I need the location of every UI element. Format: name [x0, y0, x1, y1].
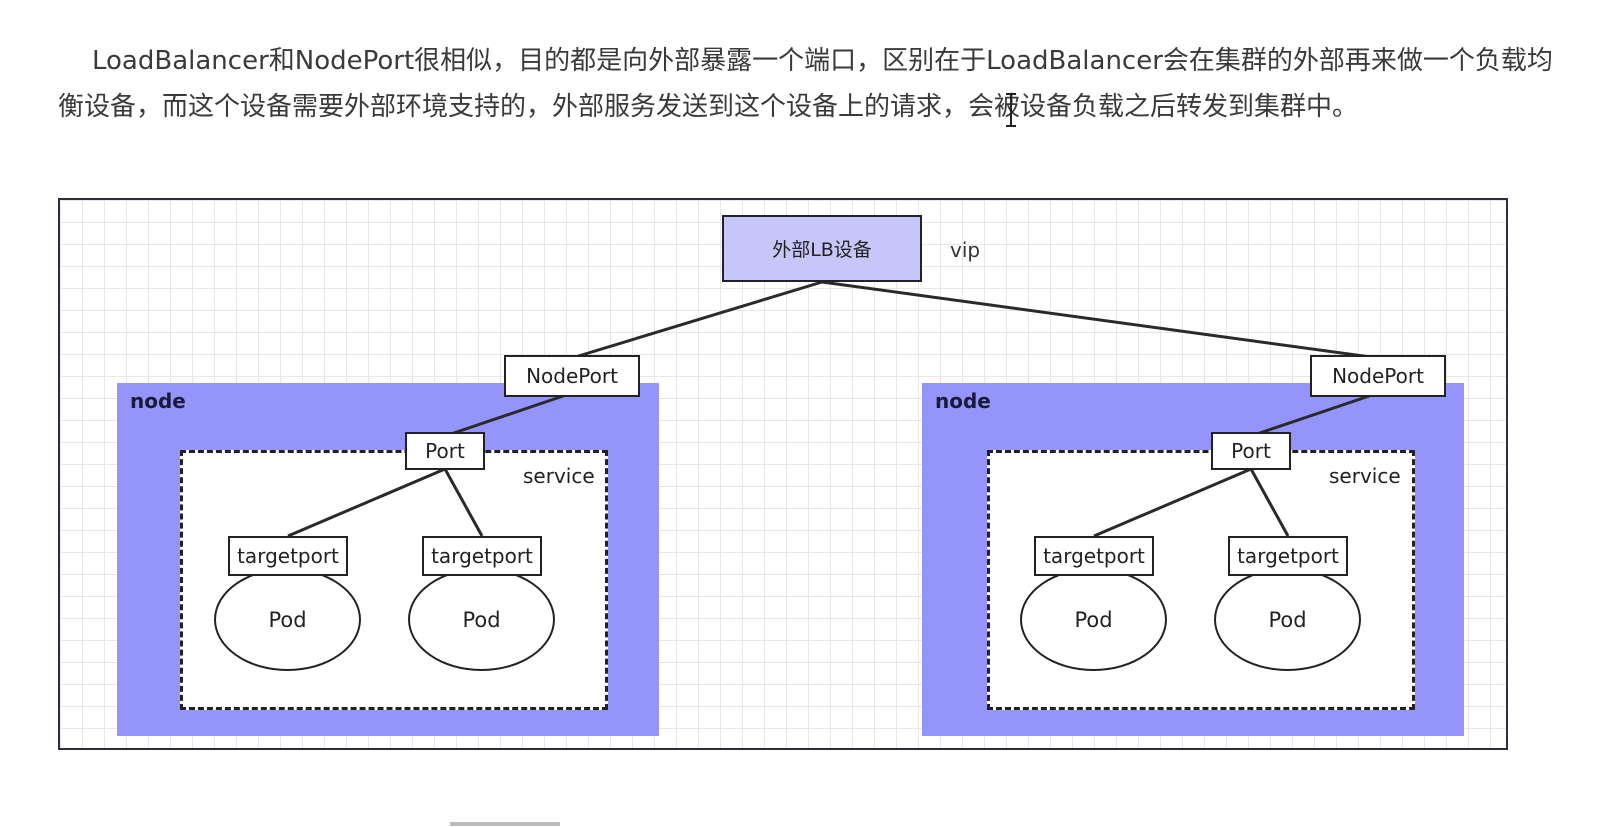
service-label-right: service [1329, 464, 1401, 488]
targetport-right-2: targetport [1228, 536, 1348, 576]
connector-lines [287, 280, 1379, 538]
edge-port-targetport-right-2 [1249, 468, 1290, 537]
edge-lb-nodeport-left [571, 280, 823, 360]
edge-lb-nodeport-right [821, 280, 1379, 360]
text-cursor-icon [1006, 93, 1016, 127]
targetport-left-1: targetport [228, 536, 348, 576]
edge-port-targetport-left-2 [443, 468, 484, 537]
cropped-footer-text [450, 818, 560, 827]
vip-label: vip [950, 238, 981, 262]
targetport-right-1: targetport [1034, 536, 1154, 576]
pod-right-2: Pod [1214, 568, 1361, 671]
targetport-left-2: targetport [422, 536, 542, 576]
edge-port-targetport-right-1 [1093, 467, 1252, 538]
node-label-left: node [130, 389, 186, 413]
article-paragraph: LoadBalancer和NodePort很相似，目的都是向外部暴露一个端口，区… [58, 46, 1553, 122]
pod-left-1: Pod [214, 568, 361, 671]
edge-nodeport-port-left [444, 391, 573, 438]
nodeport-box-right: NodePort [1310, 355, 1446, 397]
cropped-heading [440, 0, 560, 4]
port-box-left: Port [405, 432, 485, 470]
port-box-right: Port [1211, 432, 1291, 470]
pod-left-2: Pod [408, 568, 555, 671]
pod-right-1: Pod [1020, 568, 1167, 671]
nodeport-box-left: NodePort [504, 355, 640, 397]
loadbalancer-diagram: node service node service 外部LB设备 vip Nod… [58, 198, 1508, 750]
external-lb-device: 外部LB设备 [722, 215, 922, 282]
service-label-left: service [523, 464, 595, 488]
edge-nodeport-port-right [1250, 391, 1379, 438]
edge-port-targetport-left-1 [287, 467, 446, 538]
node-label-right: node [935, 389, 991, 413]
